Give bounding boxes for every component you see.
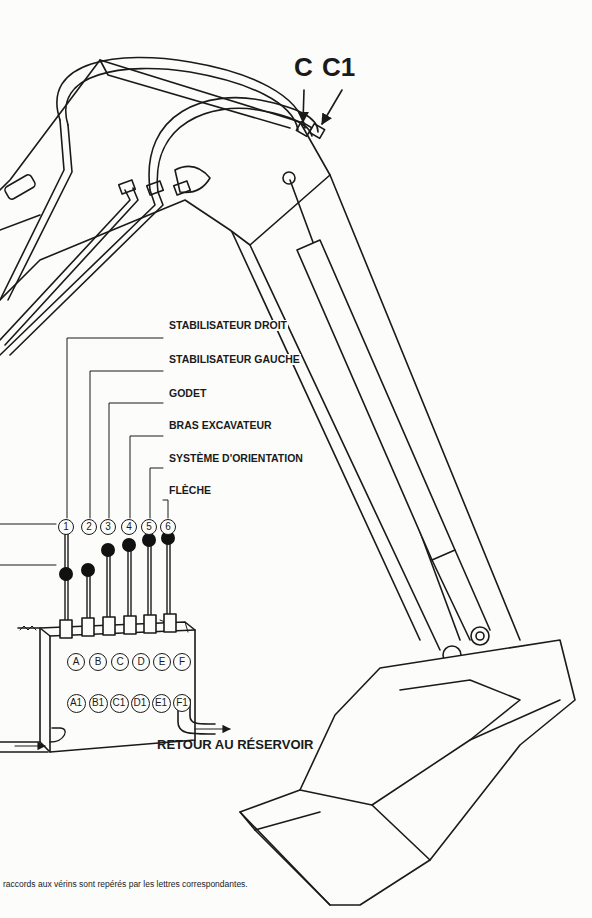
circle-label: E (159, 657, 166, 667)
circle-label: 2 (86, 522, 92, 532)
circle-label: 5 (146, 522, 152, 532)
circle-label: F (179, 657, 185, 667)
port-letter: D1 (131, 694, 150, 713)
callout-letter: C (294, 54, 313, 80)
circle-label: 6 (165, 522, 171, 532)
circle-label: B (95, 657, 102, 667)
part-name: RETOUR AU RÉSERVOIR (157, 738, 314, 751)
circle-label: C1 (113, 698, 126, 708)
part-name: SYSTÈME D'ORIENTATION (168, 453, 304, 464)
port-letter: C1 (110, 694, 129, 713)
circle-label: D (137, 657, 144, 667)
note: raccords aux vérins sont repérés par les… (3, 880, 248, 889)
port-letter: F (173, 653, 191, 671)
port-letter: B1 (89, 694, 108, 713)
lever-number: 3 (100, 519, 116, 535)
circle-label: C (116, 657, 123, 667)
circle-label: E1 (155, 698, 167, 708)
lever-number: 5 (141, 519, 157, 535)
circle-label: A (73, 657, 80, 667)
circle-label: 3 (105, 522, 111, 532)
circle-label: F1 (176, 698, 188, 708)
lever-number: 2 (81, 519, 97, 535)
port-letter: A1 (67, 694, 86, 713)
circle-label: A1 (70, 698, 82, 708)
circle-label: B1 (92, 698, 104, 708)
port-letter: F1 (173, 694, 191, 712)
callout-letter: C1 (322, 54, 355, 80)
circle-label: 1 (63, 522, 69, 532)
port-letter: C (111, 653, 129, 671)
circle-label: 4 (126, 522, 132, 532)
port-letter: E1 (152, 694, 171, 713)
part-name: STABILISATEUR DROIT (168, 320, 288, 331)
lever-number: 1 (58, 519, 74, 535)
port-letter: A (67, 653, 85, 671)
port-letter: B (89, 653, 107, 671)
part-name: STABILISATEUR GAUCHE (168, 354, 301, 365)
lever-number: 6 (160, 519, 176, 535)
port-letter: E (153, 653, 171, 671)
part-name: BRAS EXCAVATEUR (168, 420, 273, 431)
port-letter: D (132, 653, 150, 671)
part-name: GODET (168, 388, 207, 399)
circle-label: D1 (134, 698, 147, 708)
part-name: FLÈCHE (168, 485, 212, 496)
lever-number: 4 (121, 519, 137, 535)
